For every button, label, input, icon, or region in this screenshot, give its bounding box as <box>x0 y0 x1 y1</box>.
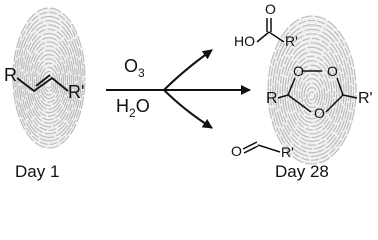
ozonide-left-bond <box>287 77 296 96</box>
ozonide-r-bond <box>277 94 289 99</box>
ozonide-r-prime-label: R' <box>358 90 373 107</box>
ozonide-lower-left-bond <box>287 94 312 113</box>
aldehyde-carbonyl-bond <box>242 141 259 154</box>
reagent-water: H2O <box>116 96 150 120</box>
diagram: R R' O3 H2O HO O R' O O O R R' O <box>4 1 373 181</box>
double-bond-line <box>35 74 51 87</box>
reaction-arrows <box>106 49 251 129</box>
aldehyde-structure: O R' <box>231 141 294 160</box>
alkene-structure: R R' <box>4 65 84 102</box>
fingerprint-icon <box>267 15 357 165</box>
acid-ho-label: HO <box>234 33 255 49</box>
acid-r-bond <box>268 31 285 43</box>
ozonide-lower-right-bond <box>325 94 344 113</box>
aldehyde-r-bond <box>257 144 281 153</box>
acid-oxygen-label: O <box>265 1 276 17</box>
ozonide-r-prime-bond <box>342 94 358 99</box>
fingerprint-icon <box>12 7 86 149</box>
scheme-canvas: R R' O3 H2O HO O R' O O O R R' O <box>4 1 373 181</box>
ozonide-r-label: R <box>266 90 278 107</box>
substituent-r: R <box>4 65 17 85</box>
carboxylic-acid-structure: HO O R' <box>234 1 298 49</box>
acid-r-label: R' <box>285 33 298 49</box>
substituent-r-prime: R' <box>68 82 84 102</box>
ozonide-right-bond <box>336 77 344 96</box>
ozonide-structure: O O O R R' <box>266 63 373 121</box>
arrow-down <box>163 89 213 129</box>
ozonide-oxygen-3: O <box>314 105 325 121</box>
arrow-up <box>106 49 213 91</box>
aldehyde-r-label: R' <box>281 144 294 160</box>
caption-day-28: Day 28 <box>275 162 329 181</box>
caption-day-1: Day 1 <box>15 162 59 181</box>
ozonide-oxygen-2: O <box>327 63 338 79</box>
aldehyde-oxygen-label: O <box>231 143 242 159</box>
ozonide-oxygen-1: O <box>293 63 304 79</box>
alkene-chain <box>16 76 69 93</box>
reagent-ozone: O3 <box>124 56 145 80</box>
acid-bond <box>256 31 270 43</box>
acid-carbonyl-bond <box>266 18 272 32</box>
